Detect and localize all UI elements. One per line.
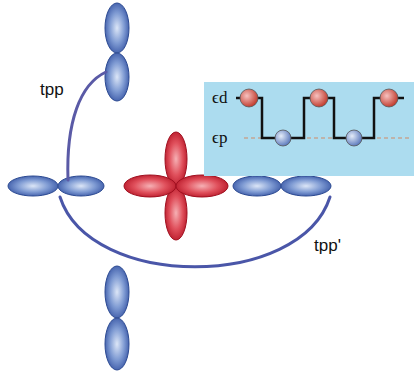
energy-inset-box: ϵd ϵp [204,82,414,176]
site-ball [346,130,362,146]
p-orbital-bottom [105,266,129,370]
energy-level-label: ϵp [212,128,227,148]
site-ball [275,130,291,146]
hopping-label: tpp' [314,236,341,256]
hopping-arc [68,72,106,180]
p-orbital-right [233,176,331,196]
hopping-arc [60,197,330,267]
energy-level-label: ϵd [212,88,227,108]
level-scheme [204,82,414,176]
p-orbital-top [105,3,129,101]
hopping-label: tpp [40,80,64,100]
p-orbital-left [8,176,104,196]
site-ball [380,89,398,107]
site-ball [310,89,328,107]
site-ball [240,89,258,107]
